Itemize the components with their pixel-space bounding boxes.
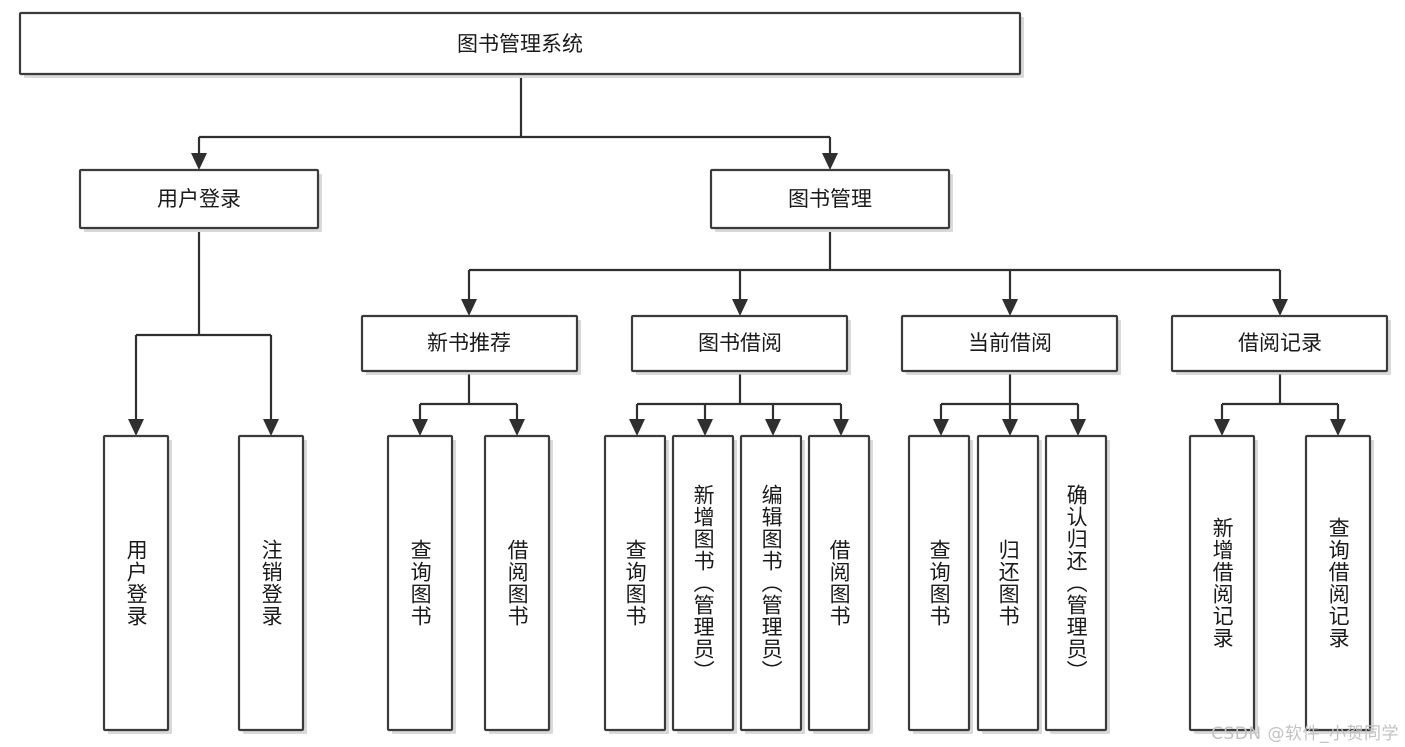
node-book-borrow-label: 图书借阅 [698, 331, 782, 355]
arrowhead-leaf-query-book-recommend [412, 419, 428, 436]
node-leaf-add-borrow-record[interactable] [1188, 434, 1258, 734]
node-leaf-edit-book-admin[interactable] [739, 434, 805, 734]
node-leaf-user-login[interactable] [102, 434, 172, 734]
arrowhead-leaf-user-logout [263, 419, 279, 436]
node-current-borrow[interactable]: 当前借阅 [900, 314, 1121, 375]
node-leaf-query-book-current[interactable] [907, 434, 973, 734]
arrowhead-leaf-confirm-return-admin [1070, 419, 1086, 436]
node-book-borrow[interactable]: 图书借阅 [630, 314, 851, 375]
arrowhead-leaf-query-book-current [933, 419, 949, 436]
node-root[interactable]: 图书管理系统 [18, 11, 1024, 78]
arrowhead-leaf-borrow-book [833, 419, 849, 436]
node-leaf-query-book-borrow[interactable] [603, 434, 669, 734]
node-leaf-borrow-book-recommend[interactable] [483, 434, 553, 734]
node-borrow-record-label: 借阅记录 [1238, 331, 1322, 355]
node-current-borrow-label: 当前借阅 [968, 331, 1052, 355]
arrowhead-leaf-query-borrow-record [1330, 419, 1346, 436]
node-leaf-confirm-return-admin[interactable] [1044, 434, 1110, 734]
node-root-label: 图书管理系统 [457, 32, 583, 56]
node-user-login-label: 用户登录 [157, 187, 241, 211]
node-user-login[interactable]: 用户登录 [78, 168, 322, 232]
node-borrow-record[interactable]: 借阅记录 [1170, 314, 1391, 375]
arrowhead-leaf-user-login [128, 419, 144, 436]
arrowhead-leaf-query-book-borrow [629, 419, 645, 436]
node-leaf-query-borrow-record[interactable] [1304, 434, 1374, 734]
connector-layer [128, 78, 1346, 436]
csdn-watermark: CSDN @软件_小贺同学 [1211, 724, 1399, 744]
arrowhead-borrow-record [1272, 299, 1288, 316]
node-book-manage[interactable]: 图书管理 [709, 168, 953, 232]
node-book-manage-label: 图书管理 [788, 187, 872, 211]
node-leaf-add-book-admin[interactable] [671, 434, 737, 734]
arrowhead-leaf-add-book-admin [697, 419, 713, 436]
arrowhead-book-manage [822, 153, 838, 170]
arrowhead-current-borrow [1002, 299, 1018, 316]
arrowhead-new-book-recommend [461, 299, 477, 316]
node-new-book-recommend[interactable]: 新书推荐 [360, 314, 581, 375]
node-leaf-borrow-book[interactable] [807, 434, 873, 734]
node-layer: 图书管理系统 用户登录 图书管理 新书推荐 [18, 11, 1391, 734]
node-new-book-recommend-label: 新书推荐 [427, 331, 511, 355]
arrowhead-leaf-return-book [1002, 419, 1018, 436]
node-leaf-return-book[interactable] [976, 434, 1042, 734]
arrowhead-book-borrow [732, 299, 748, 316]
node-leaf-user-logout[interactable] [237, 434, 307, 734]
arrowhead-leaf-edit-book-admin [765, 419, 781, 436]
arrowhead-leaf-add-borrow-record [1214, 419, 1230, 436]
arrowhead-leaf-borrow-book-recommend [509, 419, 525, 436]
node-leaf-query-book-recommend[interactable] [386, 434, 456, 734]
arrowhead-user-login [191, 153, 207, 170]
